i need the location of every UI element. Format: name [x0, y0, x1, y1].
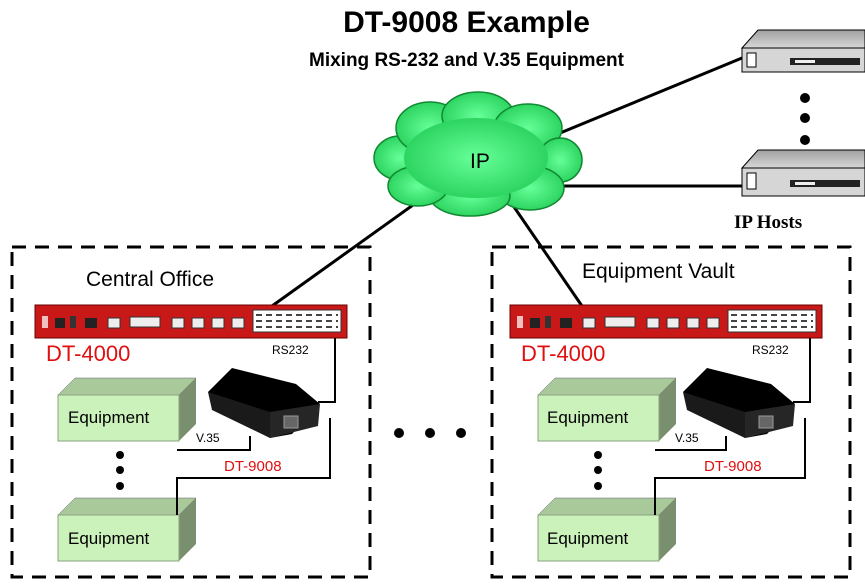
converter-name: DT-9008 — [704, 458, 762, 475]
router-icon — [34, 304, 348, 339]
equipment-block-top — [537, 377, 677, 442]
router-name: DT-4000 — [521, 341, 606, 366]
dt9008-line — [176, 418, 331, 480]
equipment-label-top: Equipment — [547, 408, 629, 427]
v35-line — [655, 436, 727, 451]
equipment-ellipsis-icon — [116, 451, 124, 490]
server-ellipsis-icon — [800, 93, 810, 145]
cloud-label: IP — [470, 150, 490, 173]
equipment-label-top: Equipment — [68, 408, 150, 427]
dt9008-line — [654, 418, 806, 480]
equipment-label-bottom: Equipment — [547, 529, 629, 548]
v35-label: V.35 — [675, 431, 699, 445]
serial-label: RS232 — [752, 343, 789, 357]
serial-label: RS232 — [272, 343, 309, 357]
diagram-title: DT-9008 Example — [343, 6, 590, 39]
converter-icon — [683, 368, 795, 438]
site-label-equipment-vault: Equipment Vault — [582, 260, 735, 283]
ip-hosts-label: IP Hosts — [734, 212, 803, 233]
diagram-subtitle: Mixing RS-232 and V.35 Equipment — [309, 50, 624, 71]
ip-cloud-icon — [373, 91, 583, 217]
central-office-site — [34, 304, 348, 562]
equipment-block-bottom — [537, 497, 677, 562]
link-cloud-vault — [510, 203, 584, 307]
rs232-line — [793, 338, 811, 403]
router-name: DT-4000 — [46, 341, 131, 366]
converter-icon — [208, 368, 320, 438]
equipment-ellipsis-icon — [594, 451, 602, 490]
link-cloud-central-office — [271, 198, 421, 308]
converter-name: DT-9008 — [224, 458, 282, 475]
link-cloud-server-top — [547, 56, 743, 140]
site-label-central-office: Central Office — [86, 268, 214, 291]
server-bottom-icon — [740, 149, 865, 197]
equipment-block-top — [57, 377, 197, 442]
equipment-block-bottom — [57, 497, 197, 562]
server-top-icon — [740, 29, 865, 73]
sites-ellipsis-icon — [394, 428, 466, 438]
v35-label: V.35 — [196, 431, 220, 445]
v35-line — [177, 436, 251, 451]
equipment-label-bottom: Equipment — [68, 529, 150, 548]
connection-lines — [271, 56, 743, 308]
router-icon — [509, 304, 823, 339]
equipment-vault-site — [509, 304, 823, 562]
rs232-line — [318, 338, 336, 403]
